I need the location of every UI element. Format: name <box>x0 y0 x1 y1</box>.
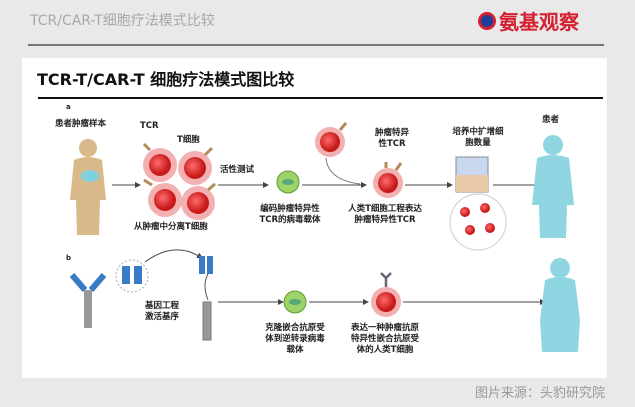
logo-text: 氨基观察 <box>499 10 579 34</box>
isolate-label: 从肿瘤中分离T细胞 <box>134 222 208 232</box>
title-divider <box>38 97 603 99</box>
specific-tcr-label: 肿瘤特异性TCR <box>374 128 409 149</box>
virus-vector-icon <box>276 170 300 194</box>
antibody-icon <box>69 273 107 328</box>
engineer-label: 人类T细胞工程表达肿瘤特异性TCR <box>348 204 422 225</box>
logo: 氨基观察 <box>478 6 579 35</box>
clone-label: 克隆嵌合抗原受体到逆转录病毒载体 <box>265 323 325 355</box>
header-title: TCR/CAR-T细胞疗法模式比较 <box>30 13 215 29</box>
patient-body-tan-icon <box>70 139 106 235</box>
engineered-t-cell-icon <box>373 162 403 198</box>
retrovirus-vector-icon <box>283 290 307 314</box>
culture-flask-icon <box>455 156 489 193</box>
tcr-cell-icon <box>315 122 361 185</box>
patient-body-cyan-b-icon <box>540 258 580 352</box>
patient-label: 患者 <box>542 115 560 125</box>
activity-test-label: 活性测试 <box>220 165 255 175</box>
expanded-cells-icon <box>449 193 507 251</box>
t-cell-label: T细胞 <box>177 135 200 145</box>
car-t-cell-icon <box>371 272 401 317</box>
panel-b-label: b <box>66 254 72 262</box>
figure-title: TCR-T/CAR-T 细胞疗法模式图比较 <box>37 70 295 89</box>
panel-a-label: a <box>66 103 71 111</box>
expand-label: 培养中扩增细胞数量 <box>452 127 504 148</box>
figure-panel <box>22 58 607 378</box>
antigen-domain-zoom-icon <box>115 249 203 293</box>
source-caption: 图片来源：头豹研究院 <box>474 386 605 401</box>
gene-label: 基因工程激活基序 <box>145 301 180 322</box>
express-label: 表达一种肿瘤抗原特异性嵌合抗原受体的人类T细胞 <box>350 323 419 355</box>
patient-sample-label: 患者肿瘤样本 <box>55 119 107 129</box>
header-divider <box>28 44 604 46</box>
car-construct-icon <box>199 256 213 341</box>
logo-icon <box>478 11 496 30</box>
t-cell-cluster-icon <box>142 142 216 220</box>
patient-body-cyan-icon <box>532 135 574 238</box>
tcr-label: TCR <box>140 121 159 131</box>
